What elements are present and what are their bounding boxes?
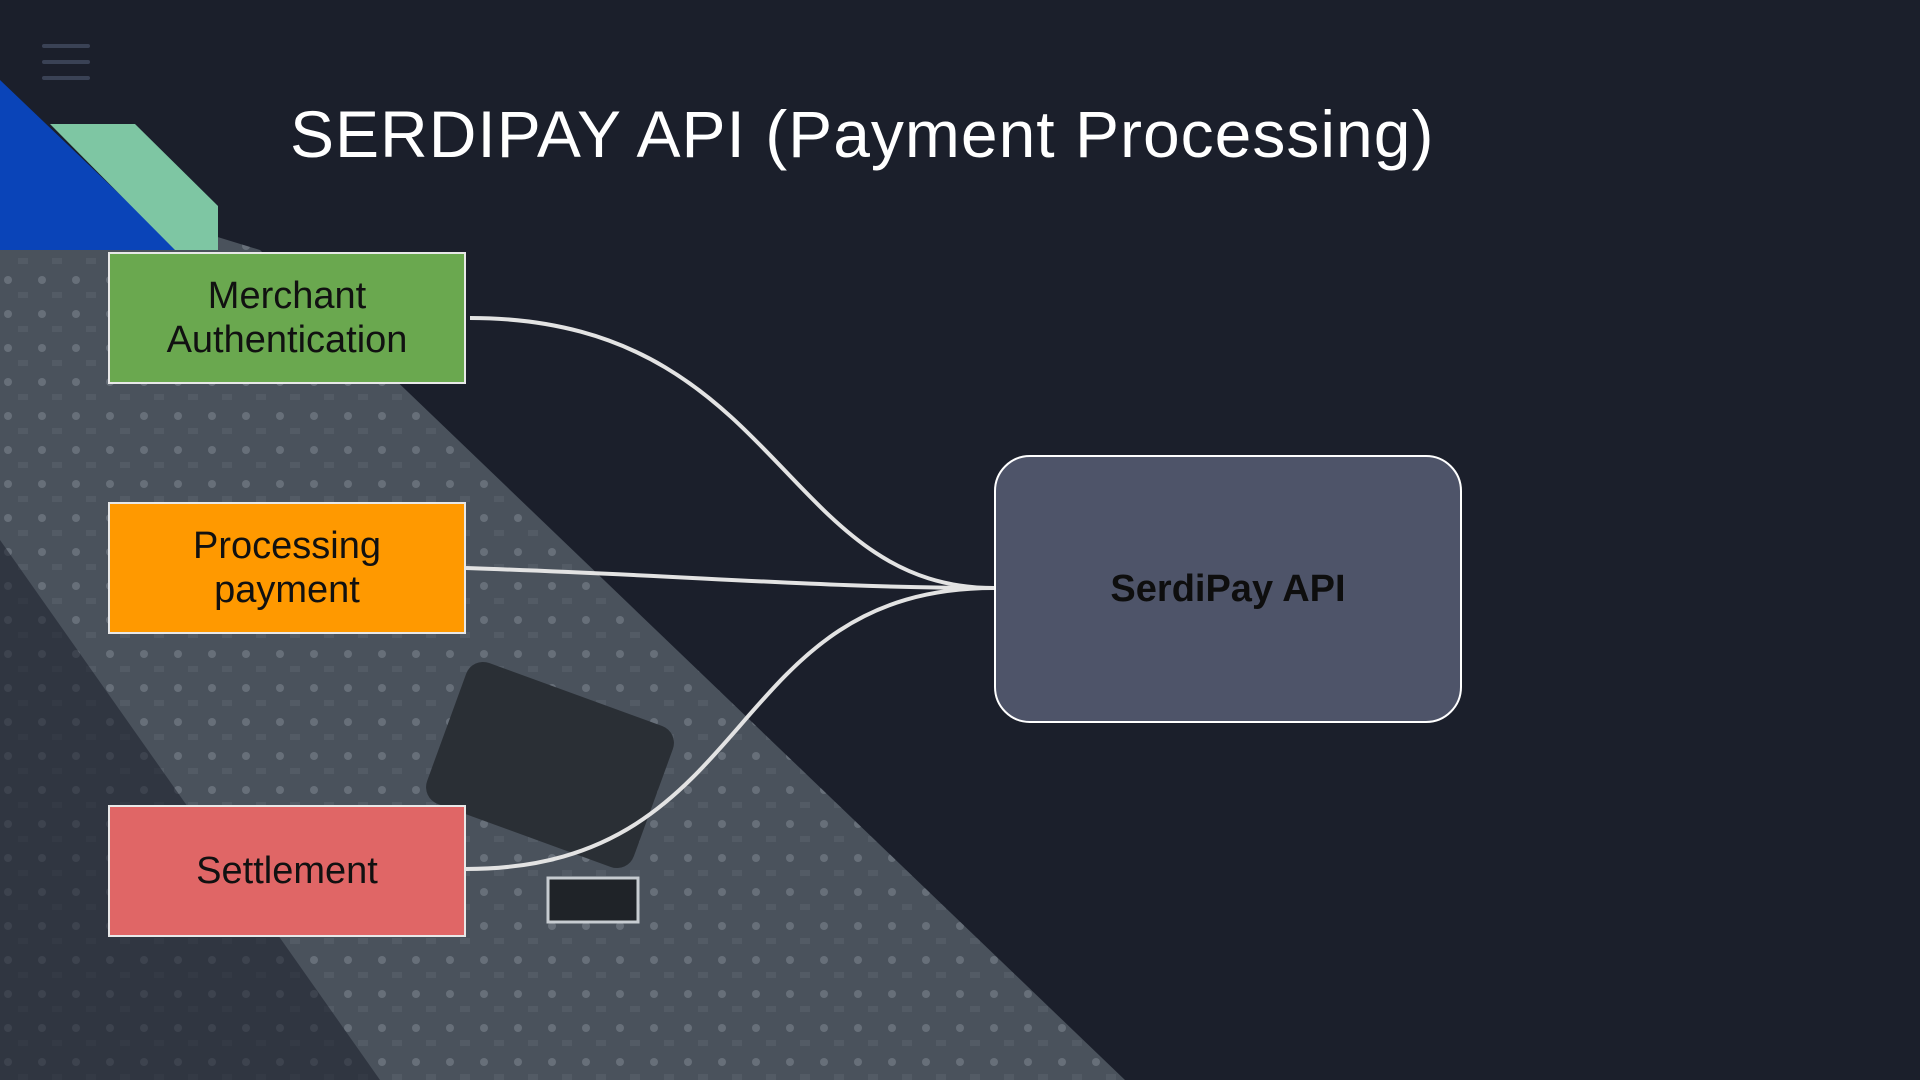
api-node-label: SerdiPay API (1110, 567, 1346, 610)
node-label: Settlement (196, 850, 378, 892)
menu-bar (42, 44, 90, 48)
connector-processing-payment (465, 566, 995, 590)
processing-payment-node: Processing payment (108, 502, 466, 634)
slide-title: SERDIPAY API (Payment Processing) (290, 97, 1435, 171)
connector-settlement (465, 586, 995, 871)
node-label: Processing payment (193, 525, 381, 611)
resistor-shape (546, 876, 640, 924)
accent-green-stripe (50, 124, 218, 250)
settlement-node: Settlement (108, 805, 466, 937)
capacitor-shape (426, 661, 674, 869)
hamburger-menu-icon[interactable] (42, 44, 90, 80)
connector-merchant-authentication (469, 316, 995, 590)
merchant-authentication-node: Merchant Authentication (108, 252, 466, 384)
menu-bar (42, 76, 90, 80)
menu-bar (42, 60, 90, 64)
node-label: Merchant Authentication (166, 275, 408, 361)
serdipay-api-node: SerdiPay API (994, 455, 1462, 723)
